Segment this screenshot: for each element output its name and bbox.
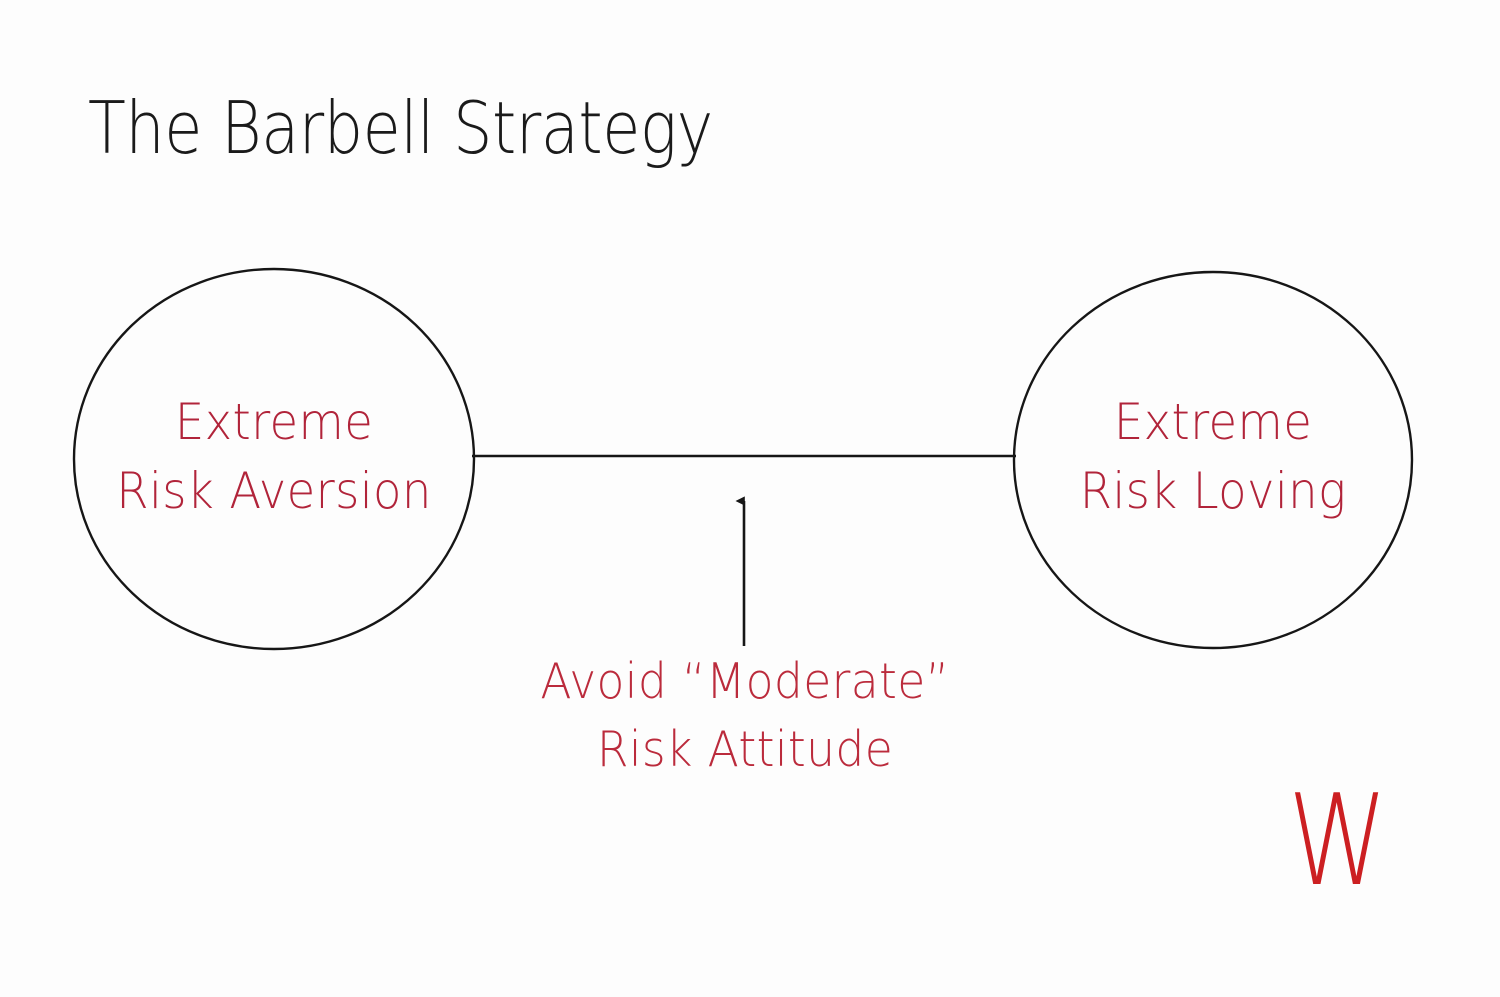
watermark-logo: W — [1288, 767, 1388, 914]
node-right-label-line1: Extreme — [1113, 393, 1313, 451]
node-right-ellipse[interactable] — [1012, 270, 1414, 650]
callout-annotation-line2: Risk Attitude — [596, 720, 894, 778]
node-left-label: Extreme Risk Aversion — [88, 388, 460, 526]
page-title: The Barbell Strategy — [88, 86, 713, 170]
callout-annotation: Avoid “Moderate” Risk Attitude — [513, 648, 978, 783]
node-right-label: Extreme Risk Loving — [1028, 388, 1398, 526]
node-left-label-line1: Extreme — [174, 393, 374, 451]
node-left-label-line2: Risk Aversion — [116, 462, 432, 520]
node-left-ellipse[interactable] — [72, 267, 476, 651]
callout-annotation-line1: Avoid “Moderate” — [540, 653, 950, 710]
node-right-label-line2: Risk Loving — [1079, 462, 1347, 520]
